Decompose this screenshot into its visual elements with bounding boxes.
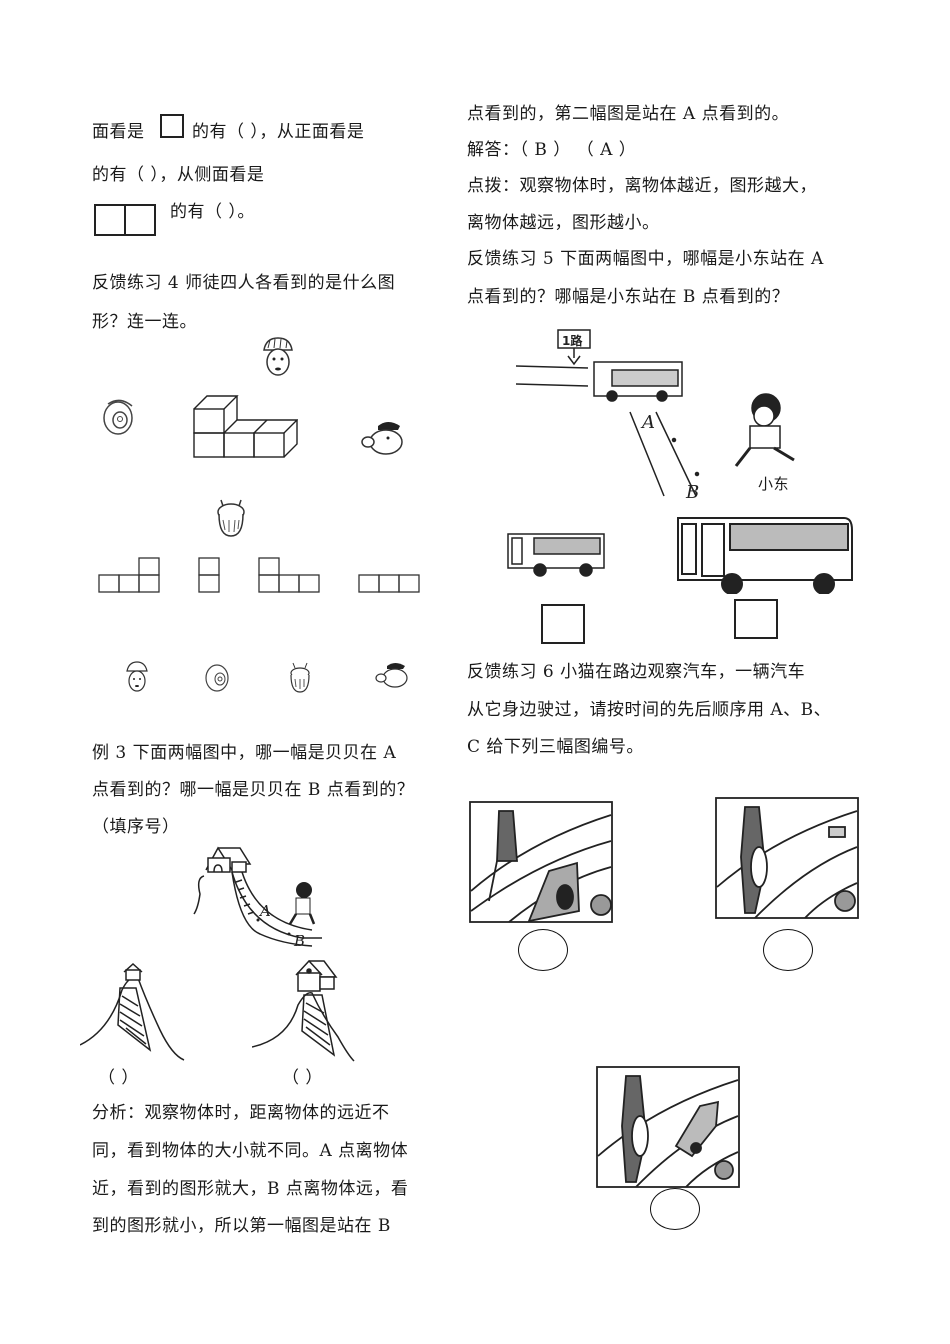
- boy-name-label: 小东: [758, 475, 790, 493]
- view-shape-vertical-two: [198, 556, 222, 596]
- analysis-line2: 同，看到物体的大小就不同。A 点离物体: [92, 1141, 409, 1161]
- answer-line: 解答：（ B ） （ A ）: [467, 140, 637, 160]
- answer-box-large-bus[interactable]: [734, 599, 778, 639]
- hill-view-large-house: [252, 955, 362, 1065]
- small-bus-view: [506, 530, 606, 578]
- exercise6-line1: 反馈练习 6 小猫在路边观察汽车，一辆汽车: [467, 662, 806, 682]
- answer-oval-1[interactable]: [518, 929, 568, 971]
- pigsy-face-icon: [360, 418, 406, 458]
- analysis-continued: 点看到的，第二幅图是站在 A 点看到的。: [467, 104, 790, 124]
- example3-line1: 例 3 下面两幅图中，哪一幅是贝贝在 A: [92, 743, 397, 763]
- large-bus-view: [676, 514, 856, 594]
- bus-stop-scene: 1路 A B: [514, 326, 834, 506]
- pigsy-small-icon: [375, 660, 409, 692]
- hint-line2: 离物体越远，图形越小。: [467, 213, 660, 233]
- cube-structure-figure: [192, 393, 298, 459]
- svg-text:B: B: [293, 932, 305, 948]
- example3-blank1[interactable]: （ ）: [98, 1068, 139, 1088]
- analysis-line3: 近，看到的图形就大，B 点离物体远，看: [92, 1179, 409, 1199]
- intro-line2: 的有（ ），从侧面看是: [92, 165, 265, 185]
- boy-xiaodong-figure: [734, 393, 795, 467]
- exercise4-title-line1: 反馈练习 4 师徒四人各看到的是什么图: [92, 273, 396, 293]
- cat-car-picture-near: [469, 801, 613, 923]
- svg-text:1路: 1路: [562, 333, 583, 348]
- two-square-shape: [94, 204, 158, 238]
- svg-text:B: B: [685, 482, 699, 503]
- sandy-face-icon: [211, 494, 251, 540]
- hill-view-small-house: [80, 960, 190, 1065]
- house-on-hill-path-illustration: A B: [192, 838, 332, 948]
- intro-line1-suffix: 的有（ ），从正面看是: [192, 122, 365, 142]
- girl-beibei-figure: [288, 882, 316, 925]
- answer-oval-2[interactable]: [763, 929, 813, 971]
- view-shape-L-left: [258, 556, 322, 596]
- cat-car-picture-far: [715, 797, 859, 919]
- analysis-line1: 分析：观察物体时，距离物体的远近不: [92, 1103, 390, 1123]
- hint-line1: 点拨：观察物体时，离物体越近，图形越大，: [467, 176, 817, 196]
- exercise5-line1: 反馈练习 5 下面两幅图中，哪幅是小东站在 A: [467, 249, 824, 269]
- sandy-small-icon: [286, 660, 314, 694]
- cat-car-picture-middle: [596, 1066, 740, 1188]
- view-shape-horizontal-three: [358, 556, 422, 596]
- answer-box-small-bus[interactable]: [541, 604, 585, 644]
- monkey-king-small-icon: [203, 660, 231, 694]
- tang-monk-face-icon: [258, 336, 298, 380]
- exercise6-line2: 从它身边驶过，请按时间的先后顺序用 A、B、: [467, 700, 832, 720]
- point-a-label: A: [258, 902, 271, 920]
- intro-line1-prefix: 面看是: [92, 122, 145, 142]
- exercise6-line3: C 给下列三幅图编号。: [467, 737, 644, 757]
- example3-line3: （填序号）: [92, 817, 180, 837]
- view-shape-L-right: [98, 556, 162, 596]
- svg-text:A: A: [640, 412, 655, 433]
- monkey-king-face-icon: [100, 396, 140, 438]
- exercise5-line2: 点看到的？哪幅是小东站在 B 点看到的？: [467, 287, 790, 307]
- answer-oval-3[interactable]: [650, 1188, 700, 1230]
- example3-blank2[interactable]: （ ）: [282, 1068, 323, 1088]
- exercise4-title-line2: 形？连一连。: [92, 312, 197, 332]
- analysis-line4: 到的图形就小，所以第一幅图是站在 B: [92, 1216, 391, 1236]
- single-square-shape: [160, 114, 184, 138]
- intro-line3: 的有（ ）。: [170, 202, 255, 222]
- example3-line2: 点看到的？哪一幅是贝贝在 B 点看到的？: [92, 780, 415, 800]
- tang-monk-small-icon: [123, 660, 151, 694]
